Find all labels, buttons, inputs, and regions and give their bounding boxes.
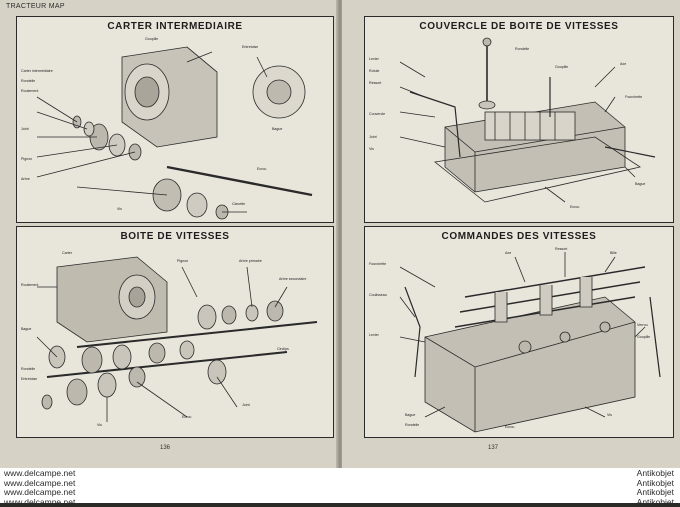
callout: Bague — [272, 127, 282, 131]
callout: Axe — [505, 251, 511, 255]
callout: Axe — [620, 62, 626, 66]
callout: Roulement — [21, 283, 38, 287]
callout: Ecrou — [570, 205, 579, 209]
exploded-view-drawing — [17, 227, 333, 437]
watermark-left: www.delcampe.net www.delcampe.net www.de… — [4, 469, 75, 507]
callout: Couvercle — [369, 112, 385, 116]
running-head: TRACTEUR MAP — [6, 3, 65, 10]
callout: Fourchette — [369, 262, 386, 266]
page-number-right: 137 — [488, 445, 498, 451]
callout: Vis — [117, 207, 122, 211]
right-page: COUVERCLE DE BOITE DE VITESSES — [342, 0, 680, 468]
callout: Ecrou — [257, 167, 266, 171]
callout: Joint — [242, 403, 250, 407]
callout: Carter intermédiaire — [21, 69, 53, 73]
callout: Goupille — [555, 65, 568, 69]
callout: Circlips — [277, 347, 289, 351]
callout: Joint — [21, 127, 29, 131]
exploded-view-drawing — [17, 17, 333, 222]
callout: Pignon — [21, 157, 32, 161]
callout: Pignon — [177, 259, 188, 263]
callout: Carter — [62, 251, 72, 255]
callout: Verrou — [637, 323, 648, 327]
callout: Arbre secondaire — [279, 277, 306, 281]
callout: Vis — [97, 423, 102, 427]
callout: Bague — [635, 182, 645, 186]
panel-commandes-des-vitesses: COMMANDES DES VITESSES — [364, 226, 674, 438]
callout: Rondelle — [21, 367, 35, 371]
callout: Ecrou — [182, 415, 191, 419]
callout: Ecrou — [505, 425, 514, 429]
callout: Levier — [369, 57, 379, 61]
callout: Clavette — [232, 202, 245, 206]
callout: Rotule — [369, 69, 379, 73]
callout: Goupille — [145, 37, 158, 41]
callout: Bague — [21, 327, 31, 331]
left-page: TRACTEUR MAP CARTER INTERMEDIAIRE — [0, 0, 338, 468]
callout: Levier — [369, 333, 379, 337]
callout: Joint — [369, 135, 377, 139]
watermark-text: Antikobjet — [637, 498, 674, 507]
callout: Bille — [610, 251, 617, 255]
callout: Arbre primaire — [239, 259, 262, 263]
callout: Vis — [369, 147, 374, 151]
callout: Vis — [607, 413, 612, 417]
callout: Ressort — [555, 247, 567, 251]
callout: Fourchette — [625, 95, 642, 99]
watermark-text: www.delcampe.net — [4, 498, 75, 507]
magazine-spread: TRACTEUR MAP CARTER INTERMEDIAIRE — [0, 0, 680, 468]
watermark-strip: www.delcampe.net www.delcampe.net www.de… — [0, 468, 680, 503]
panel-couvercle-boite-de-vitesses: COUVERCLE DE BOITE DE VITESSES — [364, 16, 674, 223]
callout: Rondelle — [21, 79, 35, 83]
callout: Bague — [405, 413, 415, 417]
callout: Goupille — [637, 335, 650, 339]
callout: Ressort — [369, 81, 381, 85]
callout: Coulisseau — [369, 293, 387, 297]
panel-carter-intermediaire: CARTER INTERMEDIAIRE — [16, 16, 334, 223]
callout: Rondelle — [405, 423, 419, 427]
callout: Roulement — [21, 89, 38, 93]
watermark-right: Antikobjet Antikobjet Antikobjet Antikob… — [637, 469, 674, 507]
exploded-view-drawing — [365, 227, 673, 437]
callout: Entretoise — [242, 45, 258, 49]
callout: Rondelle — [515, 47, 529, 51]
callout: Entretoise — [21, 377, 37, 381]
callout: Arbre — [21, 177, 30, 181]
page-number-left: 136 — [160, 445, 170, 451]
panel-boite-de-vitesses: BOITE DE VITESSES — [16, 226, 334, 438]
